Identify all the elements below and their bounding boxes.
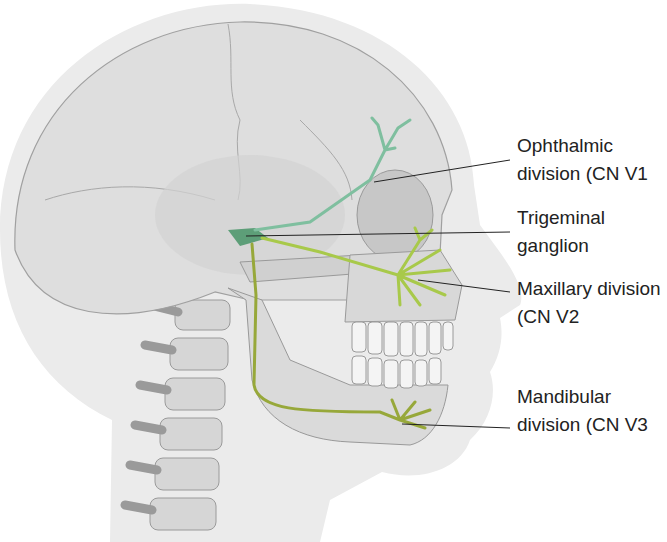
mandible — [228, 288, 448, 445]
mandibular-nerve — [252, 244, 430, 428]
maxilla — [345, 250, 462, 322]
cranium — [15, 22, 452, 314]
maxillary-nerve — [262, 228, 450, 305]
part-label: Maxillary division (CN V2 — [517, 275, 663, 331]
cervical-spine — [125, 300, 230, 530]
leader-lines — [246, 160, 510, 428]
part-label: Trigeminal ganglion — [517, 204, 663, 260]
part-label: Mandibular division (CN V3 — [517, 383, 663, 439]
temporal-fossa — [155, 155, 345, 275]
part-label: Ophthalmic division (CN V1 — [517, 132, 663, 188]
teeth — [352, 322, 453, 388]
orbit — [357, 170, 433, 260]
ophthalmic-nerve — [255, 118, 410, 230]
head-silhouette — [0, 4, 521, 542]
